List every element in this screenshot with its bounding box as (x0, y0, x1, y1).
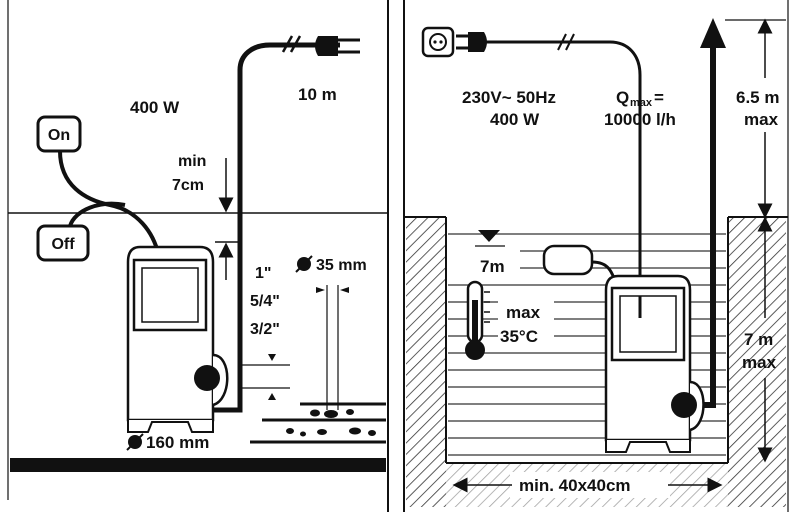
socket-icon (421, 26, 455, 58)
switch-off-label: Off (51, 236, 75, 253)
pump-right (604, 274, 705, 453)
shaft-wall-left (406, 217, 446, 507)
power-cable-right (484, 40, 642, 300)
switch-off-box: Off (36, 224, 90, 262)
head-label-2: max (744, 110, 779, 129)
hose-size-2: 5/4" (250, 293, 280, 310)
submersion-label: 7m (480, 257, 505, 276)
pump-outlet (194, 365, 220, 391)
hose-size-3: 3/2" (250, 321, 280, 338)
pump-volute (212, 353, 229, 407)
temp-label-1: max (506, 303, 541, 322)
outlet-marker-bottom (268, 393, 276, 400)
switch-on-box: On (36, 115, 82, 153)
shaft-size-label: min. 40x40cm (519, 476, 631, 495)
flow-label: Q max = (616, 88, 664, 109)
min-depth-label-1: min (178, 153, 206, 170)
flow-sub: max (630, 97, 653, 109)
ground-bar (10, 458, 386, 472)
cable-length-label: 10 m (298, 85, 337, 104)
particle-size-label: 35 mm (316, 257, 367, 274)
switch-on-label: On (48, 127, 70, 144)
cable-break-mark (281, 35, 294, 53)
voltage-label-2: 400 W (490, 110, 540, 129)
temp-label-2: 35°C (500, 327, 538, 346)
shaft-wall-right (728, 217, 786, 507)
float-switch (542, 244, 594, 276)
float-cord-off (68, 201, 126, 227)
sediment-bed (250, 402, 386, 444)
min-depth-label-2: 7cm (172, 177, 204, 194)
discharge-arrow (700, 18, 726, 48)
plug-icon-right (456, 32, 487, 52)
plug-icon (315, 36, 360, 56)
hose-size-1: 1" (255, 265, 271, 282)
power-cable (213, 42, 340, 413)
flow-value: 10000 l/h (604, 110, 676, 129)
power-label: 400 W (130, 98, 180, 117)
pump-outlet-right (671, 392, 697, 418)
depth-label-2: max (742, 353, 777, 372)
left-panel: On Off 400 W 10 m min 7cm (7, 0, 389, 512)
flow-q: Q (616, 88, 629, 107)
diameter-icon (295, 255, 313, 273)
thermometer-icon (465, 280, 490, 360)
cable-break-mark-right (557, 33, 567, 51)
base-diameter-label: 160 mm (146, 433, 209, 452)
voltage-label-1: 230V~ 50Hz (462, 88, 556, 107)
outlet-marker-top (268, 354, 276, 361)
submersion-marker (478, 230, 500, 242)
right-panel: 230V~ 50Hz 400 W Q max = 10000 l/h 6.5 m… (403, 0, 789, 512)
pump-left (126, 245, 229, 433)
depth-label-1: 7 m (744, 330, 773, 349)
flow-eq: = (654, 88, 664, 107)
diameter-icon-base (126, 433, 144, 451)
discharge-hose (690, 40, 716, 408)
head-label-1: 6.5 m (736, 88, 779, 107)
